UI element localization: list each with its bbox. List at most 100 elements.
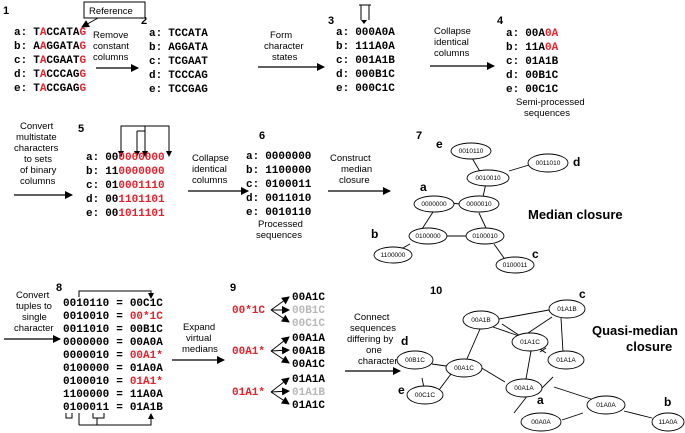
equals: = — [116, 402, 123, 414]
panel-number-9: 9 — [230, 282, 236, 294]
graph-node — [445, 358, 483, 378]
svg-text:a:TACCATAG: a:TACCATAG — [14, 27, 86, 39]
panel-number-4: 4 — [497, 15, 504, 27]
panel-number-6: 6 — [259, 130, 265, 142]
row-label: e: — [336, 83, 349, 95]
step-text: identical — [192, 164, 227, 175]
graph-node — [458, 195, 500, 213]
svg-text:b:1100000: b:1100000 — [246, 165, 311, 177]
row-label: d: — [336, 69, 349, 81]
row-seq: 000B1C — [355, 69, 395, 81]
row-label: d: — [246, 193, 259, 205]
panel5-bracket-arrowheads — [118, 151, 172, 157]
svg-text:0100010=01A1*: 0100010=01A1* — [63, 376, 163, 388]
panel6-rows: a:0000000 b:1100000 c:0100011 d:0011010 … — [246, 151, 312, 219]
panel7-caption: Semi-processed — [516, 97, 585, 108]
expanded-sequence: 01A1B — [292, 387, 325, 399]
row-label: d: — [506, 70, 519, 82]
panel5-brackets — [120, 125, 170, 155]
row-seq: TCCGAG — [168, 84, 208, 96]
step-text: columns — [192, 175, 228, 186]
graph-node-label: 0100010 — [472, 233, 498, 240]
reference-arrow — [81, 17, 99, 28]
seq-part: G — [79, 55, 86, 67]
graph-node-label: 01A1A — [556, 357, 576, 364]
row-seq: TCCCAG — [168, 70, 208, 82]
equals: = — [116, 389, 123, 401]
row-label: e: — [149, 84, 162, 96]
expanded-sequence: 00A1C — [292, 292, 325, 304]
panel10-edges — [421, 309, 653, 421]
equals: = — [116, 376, 123, 388]
reference-box — [83, 1, 146, 19]
seq-part: T — [33, 83, 40, 95]
seq-part: G — [79, 69, 86, 81]
row-label: c: — [86, 180, 99, 192]
seq-part: 1011101 — [118, 208, 165, 220]
graph-node — [547, 350, 585, 370]
row-label: c: — [246, 179, 259, 191]
graph-node-label: 0100011 — [503, 262, 528, 269]
row-label: a: — [86, 152, 99, 164]
step-text: single — [22, 312, 47, 323]
graph-node — [505, 378, 543, 398]
seq-part: T — [33, 55, 40, 67]
seq-part: GGATA — [46, 41, 79, 53]
equals: = — [116, 298, 123, 310]
panel7-nodes: 0010110 0010010 0011010 0000000 0000010 … — [373, 142, 569, 274]
panel2-rows: a:TCCATA b:AGGATA c:TCGAAT d:TCCCAG e:TC… — [149, 28, 208, 96]
step-expand-virtual: Expand virtual medians — [172, 322, 225, 364]
row-seq: 0010110 — [265, 207, 311, 219]
graph-node-label: 01A0A — [596, 402, 616, 409]
seq-part: CCGAG — [46, 83, 79, 95]
step-text: to sets — [24, 154, 52, 165]
row-seq: AGGATA — [168, 42, 208, 54]
step-remove-constant: Remove constant columns — [93, 30, 139, 72]
panel8-bottom-arrowhead — [148, 413, 154, 419]
virtual-median: 01A1* — [232, 387, 265, 399]
graph-node — [511, 332, 549, 352]
svg-text:a:000A0A: a:000A0A — [336, 27, 395, 39]
character: 00A1* — [130, 350, 163, 362]
panel-number-5: 5 — [78, 123, 84, 135]
panel-number-10: 10 — [430, 285, 442, 297]
equals: = — [116, 363, 123, 375]
seq-part: 00 — [105, 208, 118, 220]
svg-text:0010110=00C1C: 0010110=00C1C — [63, 298, 163, 310]
equals: = — [116, 337, 123, 349]
seq-part: 0000000 — [118, 166, 164, 178]
character: 00A0A — [130, 337, 163, 349]
step-text: Collapse — [434, 26, 471, 37]
graph-node — [466, 169, 510, 187]
panel10-nodes: 00A1B 01A1B 01A1C 00B1C 00A1C 01A1A 00C1… — [396, 299, 685, 432]
row-label: e: — [506, 84, 519, 96]
graph-node — [651, 412, 685, 432]
step-text: character — [14, 323, 54, 334]
svg-text:a:0000000: a:0000000 — [246, 151, 311, 163]
row-label: b: — [506, 42, 519, 54]
svg-text:c:010001110: c:010001110 — [86, 180, 165, 192]
graph-node — [586, 395, 626, 415]
step-text: character — [358, 356, 398, 367]
seq-part: CCATA — [46, 27, 79, 39]
graph-node — [462, 310, 500, 330]
svg-text:0010010=00*1C: 0010010=00*1C — [63, 311, 163, 323]
row-label: e: — [14, 83, 27, 95]
svg-text:0100000=01A0A: 0100000=01A0A — [63, 363, 163, 375]
tuple: 0100000 — [63, 363, 109, 375]
row-seq: 0100011 — [265, 179, 312, 191]
graph-node-label: 00B1C — [405, 357, 425, 364]
panel3-bracket-arrowhead — [361, 20, 367, 24]
panel10-title: closure — [626, 339, 672, 354]
svg-text:a:000000000: a:000000000 — [86, 152, 165, 164]
seq-part: 1101101 — [118, 194, 165, 206]
row-label: a: — [14, 27, 27, 39]
character: 00C1C — [130, 298, 163, 310]
graph-node-label: 0100000 — [415, 233, 441, 240]
step-text: of binary — [20, 165, 57, 176]
row-seq: 0000000 — [265, 151, 311, 163]
row-label: b: — [246, 165, 259, 177]
seq-part: 0000000 — [118, 152, 164, 164]
svg-text:c:TACGAATG: c:TACGAATG — [14, 55, 86, 67]
